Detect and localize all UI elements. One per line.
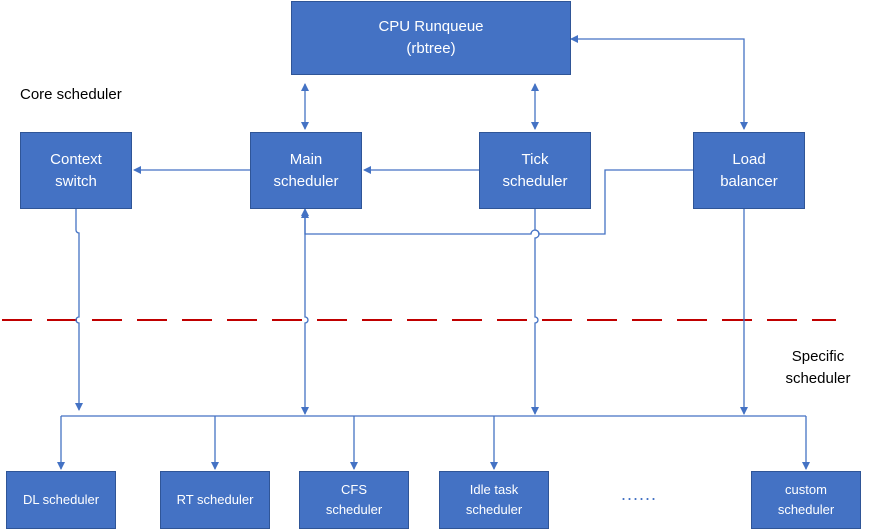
more-schedulers-ellipsis: ......: [621, 484, 658, 504]
idle-scheduler-line1: Idle task: [469, 482, 519, 497]
custom-scheduler-box: custom scheduler: [751, 471, 861, 529]
context-switch-line1: Context: [50, 150, 102, 168]
load-balancer-line1: Load: [732, 150, 766, 168]
runqueue-loadbalancer-connector: [570, 35, 748, 130]
idle-task-scheduler-box: Idle task scheduler: [439, 471, 549, 529]
rt-scheduler-box: RT scheduler: [160, 471, 270, 529]
load-balancer-box: Load balancer: [693, 132, 805, 209]
context-switch-line2: switch: [55, 172, 97, 190]
tick-scheduler-line1: Tick: [521, 150, 549, 168]
specific-scheduler-line1: Specific: [791, 348, 845, 365]
dl-scheduler-box: DL scheduler: [6, 471, 116, 529]
main-scheduler-line2: scheduler: [273, 172, 339, 190]
cpu-runqueue-title: CPU Runqueue: [378, 18, 484, 35]
rt-scheduler-label: RT scheduler: [176, 492, 254, 507]
context-switch-box: Context switch: [20, 132, 132, 209]
tick-to-bus-connector: [531, 209, 540, 415]
tick-scheduler-box: Tick scheduler: [479, 132, 591, 209]
custom-scheduler-line2: scheduler: [777, 502, 835, 517]
cpu-runqueue-subtitle: (rbtree): [406, 40, 456, 57]
custom-scheduler-line1: custom: [785, 482, 827, 497]
main-scheduler-line1: Main: [289, 150, 323, 168]
cfs-scheduler-box: CFS scheduler: [299, 471, 409, 529]
cfs-scheduler-line1: CFS: [341, 482, 367, 497]
load-balancer-line2: balancer: [720, 172, 778, 190]
cpu-runqueue-box: CPU Runqueue (rbtree): [291, 1, 571, 75]
dl-scheduler-label: DL scheduler: [22, 492, 100, 507]
idle-scheduler-line2: scheduler: [465, 502, 523, 517]
core-scheduler-label: Core scheduler: [20, 86, 122, 103]
context-to-bus-connector: [75, 209, 83, 411]
tick-scheduler-line2: scheduler: [502, 172, 568, 190]
specific-scheduler-label: Specific scheduler: [776, 346, 860, 390]
main-bus-connector: [301, 208, 309, 415]
cfs-scheduler-line2: scheduler: [325, 502, 383, 517]
specific-scheduler-line2: scheduler: [785, 370, 851, 387]
main-scheduler-box: Main scheduler: [250, 132, 362, 209]
